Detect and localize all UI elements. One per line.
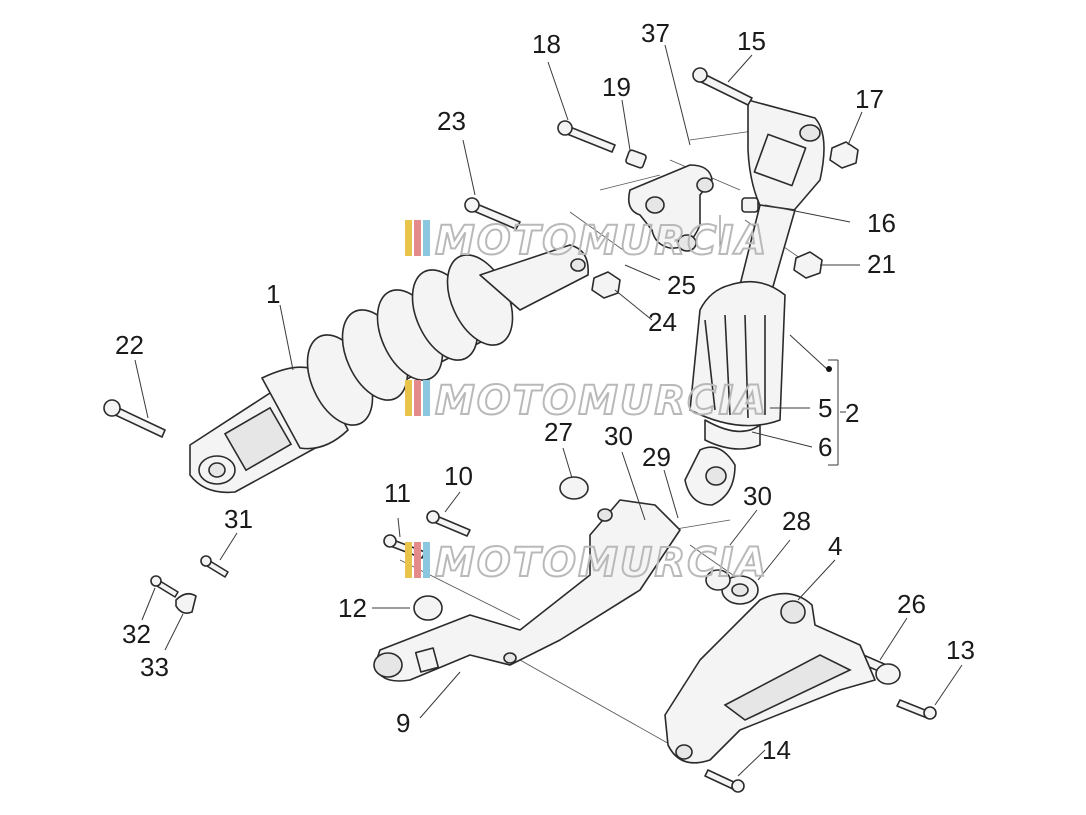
callout-1: 1 xyxy=(266,279,280,309)
linkage-plates xyxy=(627,164,714,252)
callout-30-right: 30 xyxy=(743,481,772,511)
callout-6: 6 xyxy=(818,432,832,462)
callout-15: 15 xyxy=(737,26,766,56)
watermark-logo-bottom: MOTOMURCIA xyxy=(405,539,768,587)
callout-4: 4 xyxy=(828,531,842,561)
spring-coils xyxy=(306,254,514,426)
watermark: MOTOMURCIA MOTOMURCIA MOTOMURCIA xyxy=(405,217,768,587)
callout-30-upper: 30 xyxy=(604,421,633,451)
callout-21: 21 xyxy=(867,249,896,279)
callout-28: 28 xyxy=(782,506,811,536)
callout-9: 9 xyxy=(396,708,410,738)
rocker-bracket xyxy=(664,592,876,764)
callout-19: 19 xyxy=(602,72,631,102)
callout-10: 10 xyxy=(444,461,473,491)
callout-33: 33 xyxy=(140,652,169,682)
callout-32: 32 xyxy=(122,619,151,649)
watermark-text-bottom: MOTOMURCIA xyxy=(435,540,768,586)
callout-22: 22 xyxy=(115,330,144,360)
leader-lines xyxy=(134,44,963,777)
callout-12: 12 xyxy=(338,593,367,623)
callout-16: 16 xyxy=(867,208,896,238)
callout-17: 17 xyxy=(855,84,884,114)
rear-damper-assembly xyxy=(684,99,825,506)
callout-31: 31 xyxy=(224,504,253,534)
callout-labels: 1 2 4 5 6 9 10 11 12 13 14 15 16 17 18 1… xyxy=(115,18,975,765)
callout-14: 14 xyxy=(762,735,791,765)
callout-13: 13 xyxy=(946,635,975,665)
callout-24: 24 xyxy=(648,307,677,337)
callout-5: 5 xyxy=(818,393,832,423)
callout-27: 27 xyxy=(544,417,573,447)
watermark-text-top: MOTOMURCIA xyxy=(435,218,768,264)
callout-37: 37 xyxy=(641,18,670,48)
callout-26: 26 xyxy=(897,589,926,619)
callout-11: 11 xyxy=(384,478,411,508)
watermark-text-middle: MOTOMURCIA xyxy=(435,378,768,424)
shock-absorber xyxy=(189,244,589,494)
bracket-marker-dot xyxy=(826,366,832,372)
callout-25: 25 xyxy=(667,270,696,300)
callout-29: 29 xyxy=(642,442,671,472)
watermark-logo-middle: MOTOMURCIA xyxy=(405,377,768,425)
watermark-logo-top: MOTOMURCIA xyxy=(405,217,768,265)
callout-18: 18 xyxy=(532,29,561,59)
callout-2: 2 xyxy=(845,398,859,428)
callout-23: 23 xyxy=(437,106,466,136)
linkage-arm xyxy=(373,499,681,682)
